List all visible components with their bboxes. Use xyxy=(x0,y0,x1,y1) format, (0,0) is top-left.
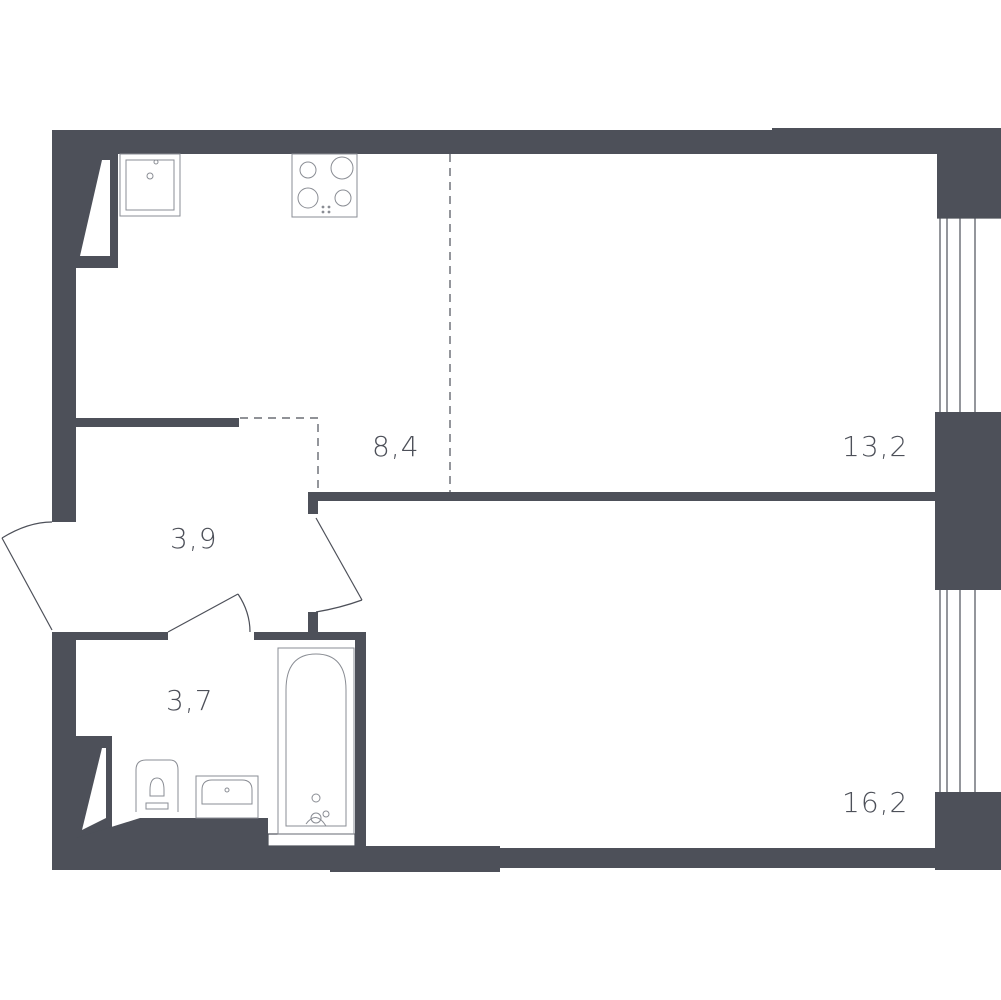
top-wall xyxy=(52,130,772,154)
living-bedroom-wall xyxy=(308,492,938,501)
washbasin-icon xyxy=(195,775,259,819)
living-room-area: 13,2 xyxy=(842,430,908,463)
kitchen-opening xyxy=(240,417,319,494)
vent-shafts xyxy=(76,148,118,846)
hall-bath-wall-left xyxy=(76,632,168,640)
interior-walls xyxy=(76,418,938,850)
bottom-right-pier xyxy=(935,792,1001,870)
bottom-wall-left xyxy=(52,846,332,870)
bottom-wall-mid xyxy=(330,846,500,872)
vent-shaft-bottom-void xyxy=(82,748,106,830)
bath-bedroom-wall xyxy=(355,632,366,850)
bathroom-area: 3,7 xyxy=(166,684,214,717)
window-lower xyxy=(939,590,976,792)
kitchen-area: 8,4 xyxy=(372,430,420,463)
left-wall-upper xyxy=(52,130,76,522)
bottom-wall-right xyxy=(500,848,940,868)
vent-shaft-top-void xyxy=(80,160,110,256)
entrance-door xyxy=(1,521,53,631)
left-wall-lower xyxy=(52,632,76,870)
toilet-icon xyxy=(135,759,179,812)
kitchen-hall-wall xyxy=(76,418,239,427)
bathroom-door xyxy=(167,593,251,633)
top-wall-right xyxy=(772,128,940,154)
windows xyxy=(937,217,1001,792)
outer-walls xyxy=(52,128,1001,872)
hall-stub xyxy=(308,494,318,514)
sink-icon xyxy=(119,153,181,217)
bath-door-stub xyxy=(308,612,318,634)
stove-icon xyxy=(291,153,358,218)
kitchen-fixtures xyxy=(119,153,358,218)
window-upper xyxy=(937,217,1001,412)
bathroom-fixtures xyxy=(135,647,355,835)
hallway-area: 3,9 xyxy=(170,522,218,555)
bedroom-door xyxy=(315,517,363,613)
middle-right-pier xyxy=(935,412,1001,590)
area-labels: 8,4 13,2 3,9 3,7 16,2 xyxy=(166,430,908,819)
doors xyxy=(1,417,363,633)
hall-bath-wall-right xyxy=(254,632,366,640)
top-right-pier xyxy=(937,128,1001,218)
bathtub-icon xyxy=(277,647,355,835)
bath-floor-step xyxy=(76,818,268,846)
bedroom-area: 16,2 xyxy=(842,786,908,819)
